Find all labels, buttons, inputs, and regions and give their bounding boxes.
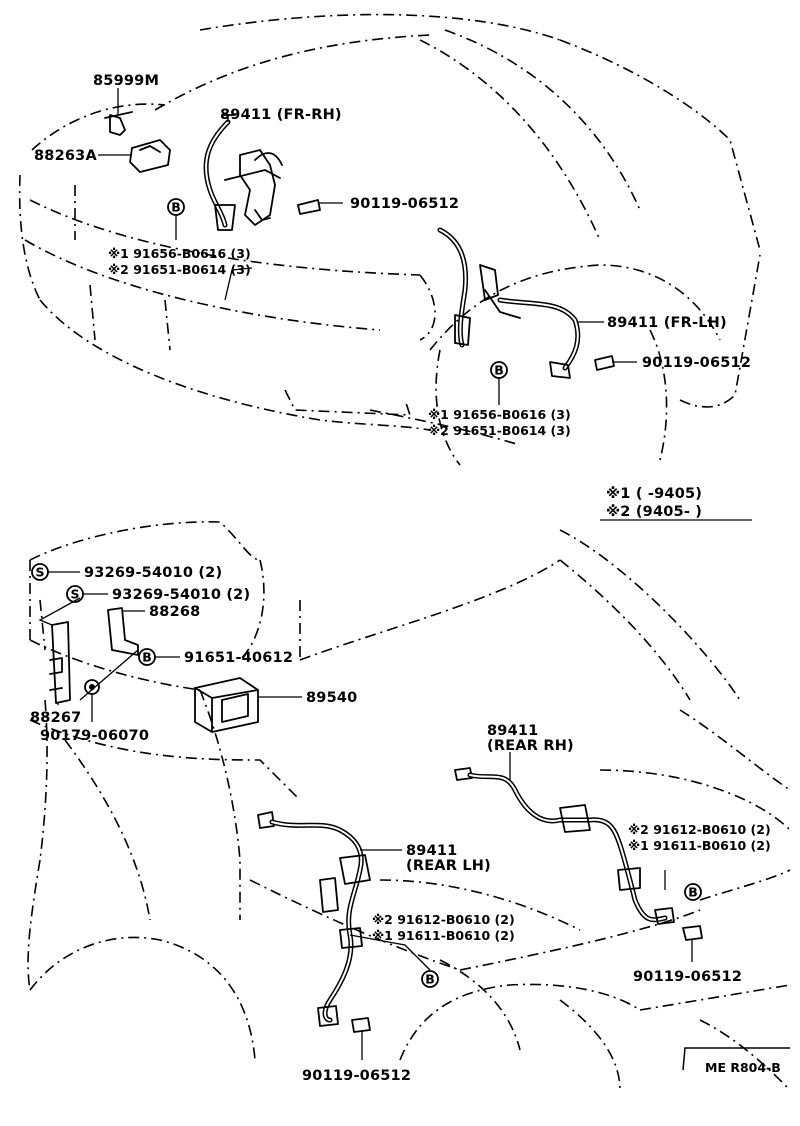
part-91611-b0610-rear-rh-label: ※1 91611-B0610 (2) bbox=[628, 838, 771, 853]
part-91612-b0610-rear-lh-label: ※2 91612-B0610 (2) bbox=[372, 912, 515, 927]
part-89411-fr-lh-label: 89411 (FR-LH) bbox=[607, 315, 727, 331]
part-89411-rear-rh-number: 89411 bbox=[487, 723, 538, 739]
front-bolt-symbol-lh: B bbox=[490, 361, 508, 379]
svg-text:B: B bbox=[171, 200, 181, 215]
part-91612-b0610-rear-rh-label: ※2 91612-B0610 (2) bbox=[628, 822, 771, 837]
part-91656-b0616-fr-lh-label: ※1 91656-B0616 (3) bbox=[428, 407, 571, 422]
front-lh-sensor bbox=[437, 227, 615, 379]
screw-symbol-2: S bbox=[66, 585, 84, 603]
front-rh-sensor bbox=[104, 111, 321, 231]
bolt-symbol-rear-rh: B bbox=[684, 883, 702, 901]
part-91651-40612-label: 91651-40612 bbox=[184, 650, 293, 666]
svg-text:S: S bbox=[70, 587, 79, 602]
svg-text:B: B bbox=[142, 650, 152, 665]
part-93269-54010-label-2: 93269-54010 (2) bbox=[112, 587, 250, 603]
part-90179-06070-label: 90179-06070 bbox=[40, 728, 149, 744]
svg-text:B: B bbox=[425, 972, 435, 987]
nut-symbol bbox=[84, 679, 100, 695]
rear-lh-sensor bbox=[257, 811, 371, 1033]
part-88268-label: 88268 bbox=[149, 604, 200, 620]
legend-note-1: ※1 ( -9405) bbox=[606, 486, 702, 502]
part-88267-label: 88267 bbox=[30, 710, 81, 726]
front-leader-lines bbox=[98, 88, 637, 405]
part-89411-fr-rh-label: 89411 (FR-RH) bbox=[220, 107, 342, 123]
rear-leader-lines bbox=[38, 571, 693, 1060]
legend-note-2: ※2 (9405- ) bbox=[606, 504, 702, 520]
part-89411-rear-rh-side: (REAR RH) bbox=[487, 738, 574, 754]
rear-body-outline bbox=[27, 521, 791, 1091]
rear-brackets bbox=[49, 607, 139, 704]
part-89411-rear-lh-side: (REAR LH) bbox=[406, 858, 491, 874]
part-91611-b0610-rear-lh-label: ※1 91611-B0610 (2) bbox=[372, 928, 515, 943]
svg-text:B: B bbox=[688, 885, 698, 900]
legend: ※1 ( -9405) ※2 (9405- ) bbox=[600, 486, 752, 521]
part-93269-54010-label-1: 93269-54010 (2) bbox=[84, 565, 222, 581]
part-89411-rear-lh-number: 89411 bbox=[406, 843, 457, 859]
part-91656-b0616-fr-rh-label: ※1 91656-B0616 (3) bbox=[108, 246, 251, 261]
ecu-module bbox=[194, 677, 259, 733]
front-body-outline bbox=[18, 13, 761, 466]
part-90119-06512-fr-rh-label: 90119-06512 bbox=[350, 196, 459, 212]
part-91651-b0614-fr-lh-label: ※2 91651-B0614 (3) bbox=[428, 423, 571, 438]
part-90119-06512-fr-lh-label: 90119-06512 bbox=[642, 355, 751, 371]
part-88263a-label: 88263A bbox=[34, 148, 97, 164]
bolt-symbol-ecu: B bbox=[138, 648, 156, 666]
svg-text:S: S bbox=[35, 565, 44, 580]
part-89540-label: 89540 bbox=[306, 690, 357, 706]
part-85999m-label: 85999M bbox=[93, 73, 159, 89]
rear-rh-sensor bbox=[454, 767, 703, 941]
part-90119-06512-rear-lh-label: 90119-06512 bbox=[302, 1068, 411, 1084]
front-bolt-symbol-rh: B bbox=[167, 198, 185, 216]
screw-symbol-1: S bbox=[31, 563, 49, 581]
bolt-symbol-rear-lh: B bbox=[421, 970, 439, 988]
diagram-code: ME R804-B bbox=[705, 1060, 781, 1075]
part-91651-b0614-fr-rh-label: ※2 91651-B0614 (3) bbox=[108, 262, 251, 277]
svg-text:B: B bbox=[494, 363, 504, 378]
part-90119-06512-rear-rh-label: 90119-06512 bbox=[633, 969, 742, 985]
